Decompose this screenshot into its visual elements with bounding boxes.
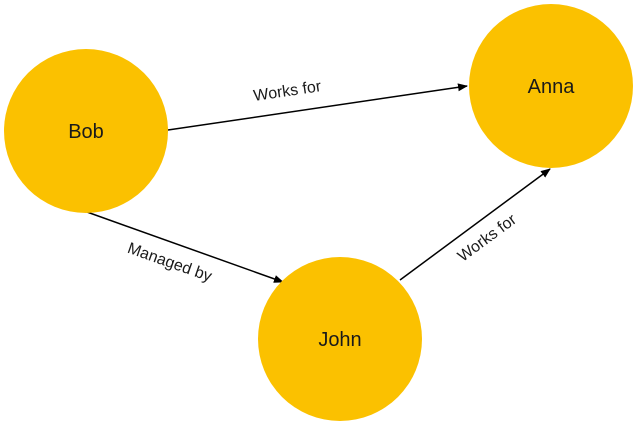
node-anna-label: Anna xyxy=(528,76,576,98)
edge-line-john-anna xyxy=(399,168,551,281)
node-bob-label: Bob xyxy=(68,121,104,143)
edge-john-to-anna: Works for xyxy=(399,168,551,281)
edge-line-bob-john xyxy=(86,211,284,283)
edge-bob-to-anna: Works for xyxy=(167,78,468,131)
edge-bob-to-john: Managed by xyxy=(86,211,284,285)
edge-label-works-for-bob-anna: Works for xyxy=(252,78,323,105)
node-john-label: John xyxy=(318,329,361,351)
edge-label-managed-by: Managed by xyxy=(125,240,214,285)
node-anna-circle xyxy=(469,4,633,168)
node-bob-circle xyxy=(4,49,168,213)
edge-label-works-for-john-anna: Works for xyxy=(455,211,520,266)
edge-line-bob-anna xyxy=(167,83,468,131)
node-john[interactable]: John xyxy=(258,257,422,421)
node-bob[interactable]: Bob xyxy=(4,49,168,213)
node-john-circle xyxy=(258,257,422,421)
node-anna[interactable]: Anna xyxy=(469,4,633,168)
